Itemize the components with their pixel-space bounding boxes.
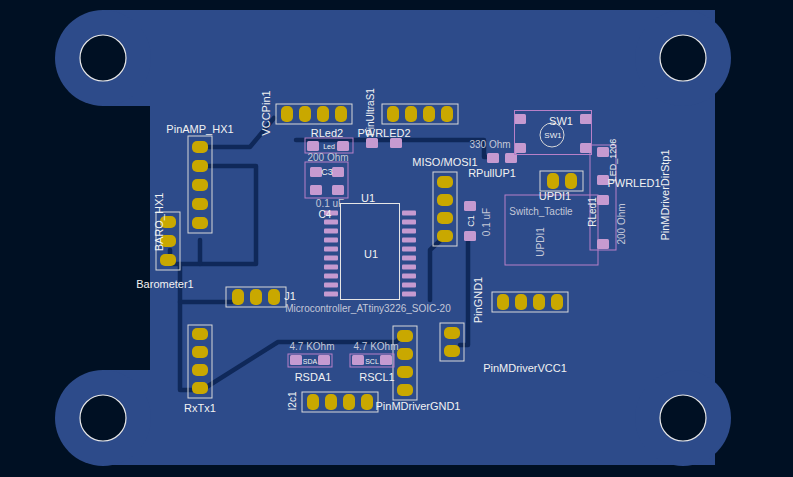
silkscreen-label: J1 [284, 291, 296, 302]
silkscreen-label: VCCPin1 [261, 90, 272, 135]
silkscreen-label: C4 [319, 210, 332, 220]
silkscreen-label: 200 Ohm [617, 203, 627, 244]
silkscreen-label: RSCL1 [359, 372, 394, 383]
silkscreen-label: C3 [321, 168, 333, 177]
courtyards [288, 138, 616, 367]
switch-actuator [540, 123, 564, 147]
silkscreen-label: PWRLED1 [607, 178, 660, 189]
silkscreen-label: LED_1206 [609, 139, 618, 182]
board-outline [55, 10, 731, 466]
silkscreen-label: PinMDriverVCC1 [483, 363, 567, 374]
silkscreen-label: SDA [303, 358, 317, 365]
silkscreen-label: I2c1 [288, 392, 298, 411]
silkscreen-label: RLed2 [311, 128, 343, 139]
silkscreen-label: RLed1 [588, 197, 598, 226]
silkscreen-label: PinMDriverDirStp1 [660, 149, 671, 240]
silkscreen-label: 4.7 KOhm [289, 342, 334, 352]
mounting-holes [80, 35, 706, 441]
silkscreen-label: BARO_HX1 [154, 193, 165, 252]
silkscreen-label: 330 Ohm [469, 140, 510, 150]
silkscreen-label: RSDA1 [295, 372, 332, 383]
silkscreen-label: MISO/MOSI1 [412, 157, 477, 168]
silkscreen-label: 4.7 KOhm [353, 342, 398, 352]
silkscreen-label: RPullUP1 [468, 168, 516, 179]
silkscreen-label: Switch_Tactile [509, 207, 572, 217]
smd-pads [290, 114, 609, 365]
component-ref: SW1 [549, 116, 573, 127]
component-ref: SW1 [544, 132, 561, 140]
component-outline: U1U1 [340, 203, 400, 300]
silkscreen-label: 200 Ohm [307, 153, 348, 163]
silkscreen-label: PinAMP_HX1 [166, 124, 233, 135]
silkscreen-label: PWRLED2 [357, 128, 410, 139]
copper-traces [170, 118, 493, 390]
silkscreen-label: 0.1 uF [482, 208, 492, 236]
silkscreen-label: Led [323, 143, 335, 150]
silkscreen-label: RxTx1 [184, 403, 216, 414]
component-ref: U1 [364, 249, 378, 260]
silkscreen-label: Barometer1 [136, 279, 193, 290]
component-outline: SW1SW1 [514, 110, 592, 155]
silkscreen-label: UPDI1 [539, 191, 571, 202]
silkscreen-label: UPDI1 [536, 227, 546, 256]
silkscreen-label: PinMDriverGND1 [376, 401, 461, 412]
component-ref: U1 [361, 193, 375, 204]
silkscreen-label: SCL [365, 358, 379, 365]
header-outlines [156, 104, 583, 412]
silkscreen-label: Microcontroller_ATtiny3226_SOIC-20 [285, 304, 450, 314]
silkscreen-label: PinGND1 [473, 277, 484, 323]
silkscreen-label: C1 [467, 215, 476, 227]
